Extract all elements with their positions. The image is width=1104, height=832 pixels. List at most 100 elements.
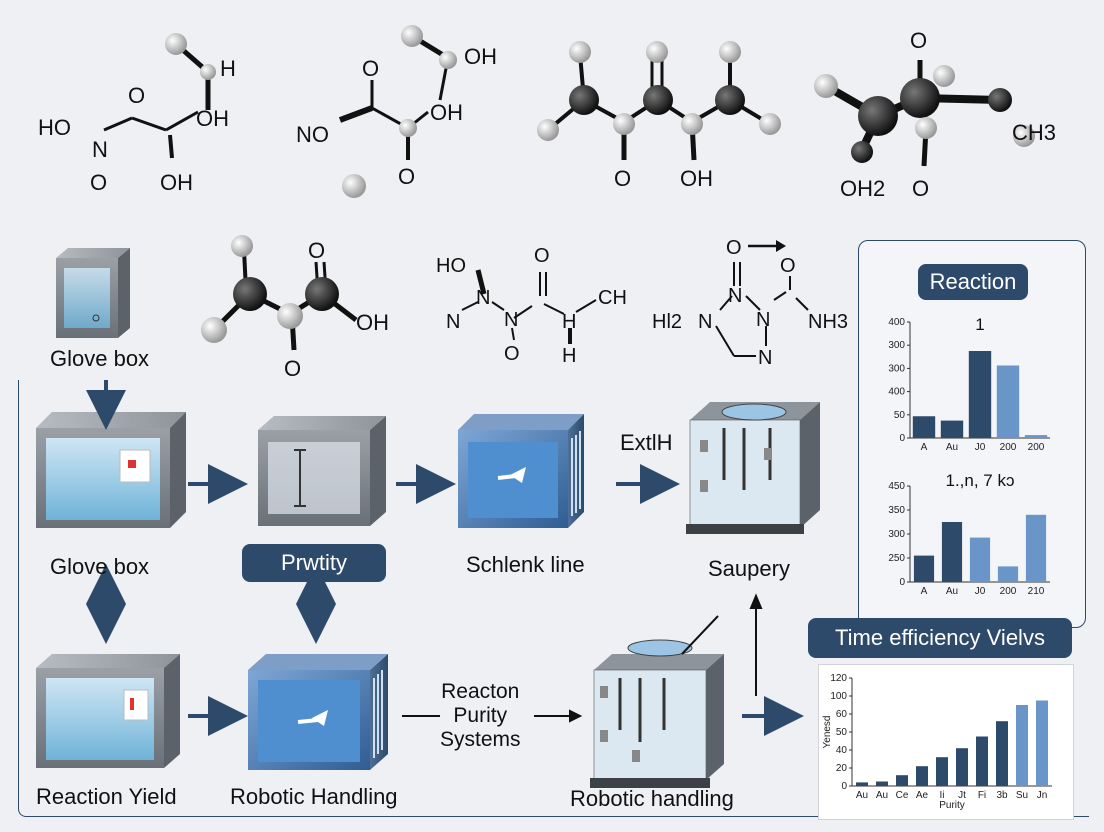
robotic-handling-label: Robotic Handling bbox=[230, 784, 398, 809]
schlenk-line-illustration bbox=[458, 414, 584, 528]
mol4-label: O bbox=[912, 176, 929, 201]
molecule-3: O OH bbox=[537, 41, 781, 191]
x-tick-label: J0 bbox=[975, 442, 986, 453]
bar bbox=[968, 351, 992, 438]
bar bbox=[976, 736, 988, 786]
robotic-handling-apparatus-illustration bbox=[590, 639, 724, 788]
y-tick-label: 100 bbox=[830, 691, 847, 702]
saupery-apparatus-illustration bbox=[686, 402, 820, 534]
y-tick-label: 450 bbox=[888, 481, 905, 492]
mol2-label: OH bbox=[430, 100, 463, 125]
bar bbox=[913, 555, 935, 582]
mol7-label: O bbox=[726, 237, 742, 259]
x-tick-label: 200 bbox=[1028, 442, 1045, 453]
mol1-label: HO bbox=[38, 115, 71, 140]
y-tick-label: 0 bbox=[841, 781, 847, 792]
x-tick-label: Ii bbox=[940, 790, 945, 801]
mol6-label: CH bbox=[598, 287, 627, 309]
mol6-label: H bbox=[562, 311, 576, 333]
robotic-handling-2-label: Robotic handling bbox=[570, 786, 734, 811]
bar bbox=[1036, 700, 1048, 786]
mol5-label: O bbox=[308, 238, 325, 263]
bar bbox=[1025, 514, 1047, 582]
mol7-label: O bbox=[780, 255, 796, 277]
y-axis-label: Yenesd bbox=[822, 716, 833, 749]
workflow-arrows bbox=[86, 380, 804, 736]
mol2-label: O bbox=[362, 56, 379, 81]
bar bbox=[876, 781, 888, 786]
molecule-4: O CH3 OH2 O bbox=[814, 28, 1056, 201]
bar bbox=[1016, 705, 1028, 786]
bar bbox=[996, 365, 1020, 438]
purity-pill: Prwtity bbox=[242, 544, 386, 582]
bar bbox=[912, 416, 936, 438]
mol1-label: H bbox=[220, 56, 236, 81]
mol6-label: N bbox=[504, 309, 518, 331]
mol6-label: O bbox=[534, 245, 550, 267]
mol6-label: O bbox=[504, 343, 520, 365]
x-tick-label: Fi bbox=[978, 790, 986, 801]
mol7-label: NH3 bbox=[808, 311, 848, 333]
x-tick-label: Su bbox=[1016, 790, 1028, 801]
mol6-label: HO bbox=[436, 255, 466, 277]
mol6-label: N bbox=[476, 287, 490, 309]
workflow-frame bbox=[18, 380, 1089, 817]
mol3-label: O bbox=[614, 166, 631, 191]
y-tick-label: 250 bbox=[888, 553, 905, 564]
x-tick-label: 3b bbox=[996, 790, 1008, 801]
bar bbox=[941, 522, 963, 582]
chart-3-frame bbox=[818, 664, 1074, 820]
workflow-diagram bbox=[36, 248, 820, 788]
mol3-label: OH bbox=[680, 166, 713, 191]
x-tick-label: Au bbox=[856, 790, 868, 801]
x-tick-label: 210 bbox=[1028, 586, 1045, 597]
y-tick-label: 300 bbox=[888, 363, 905, 374]
bar bbox=[940, 420, 964, 438]
x-axis-label: Purity bbox=[939, 800, 965, 811]
mol6-label: N bbox=[446, 311, 460, 333]
x-tick-label: 200 bbox=[1000, 442, 1017, 453]
bar bbox=[969, 537, 991, 582]
bar bbox=[997, 566, 1019, 582]
chart-title: 1.,n, 7 kɔ bbox=[946, 471, 1015, 490]
extlh-label: ExtlH bbox=[620, 430, 673, 455]
x-tick-label: Jn bbox=[1037, 790, 1048, 801]
x-tick-label: Ae bbox=[916, 790, 929, 801]
y-tick-label: 0 bbox=[899, 433, 905, 444]
mol1-label: O bbox=[128, 83, 145, 108]
x-tick-label: Au bbox=[946, 442, 958, 453]
y-tick-label: 120 bbox=[830, 673, 847, 684]
mol2-label: NO bbox=[296, 122, 329, 147]
mol4-label: CH3 bbox=[1012, 120, 1056, 145]
y-tick-label: 400 bbox=[888, 387, 905, 398]
reaction-yield-label: Reaction Yield bbox=[36, 784, 177, 809]
mol5-label: O bbox=[284, 356, 301, 381]
mol7-label: N bbox=[758, 347, 772, 369]
mol7-label: Hl2 bbox=[652, 311, 682, 333]
saupery-label: Saupery bbox=[708, 556, 790, 581]
y-tick-label: 40 bbox=[836, 745, 848, 756]
mol1-label: N bbox=[92, 137, 108, 162]
mol7-label: N bbox=[756, 309, 770, 331]
molecule-5: O OH O bbox=[201, 235, 389, 381]
y-tick-label: 50 bbox=[894, 410, 906, 421]
bar bbox=[956, 748, 968, 786]
y-tick-label: 300 bbox=[888, 340, 905, 351]
purity-box-illustration bbox=[258, 416, 386, 526]
chart-title: 1 bbox=[975, 315, 984, 334]
schlenk-line-label: Schlenk line bbox=[466, 552, 585, 577]
glove-box-label: Glove box bbox=[50, 554, 150, 579]
molecule-6: HO O N N N H CH O H bbox=[436, 245, 627, 367]
reacton-line: Reacton bbox=[441, 680, 520, 703]
bar bbox=[916, 766, 928, 786]
mol7-label: N bbox=[728, 285, 742, 307]
molecule-1: H HO N O O OH OH bbox=[38, 33, 236, 195]
bar bbox=[856, 782, 868, 786]
bar bbox=[1024, 435, 1048, 438]
mol2-label: O bbox=[398, 164, 415, 189]
x-tick-label: Au bbox=[946, 586, 958, 597]
mol2-label: OH bbox=[464, 44, 497, 69]
systems-line: Systems bbox=[440, 728, 521, 751]
